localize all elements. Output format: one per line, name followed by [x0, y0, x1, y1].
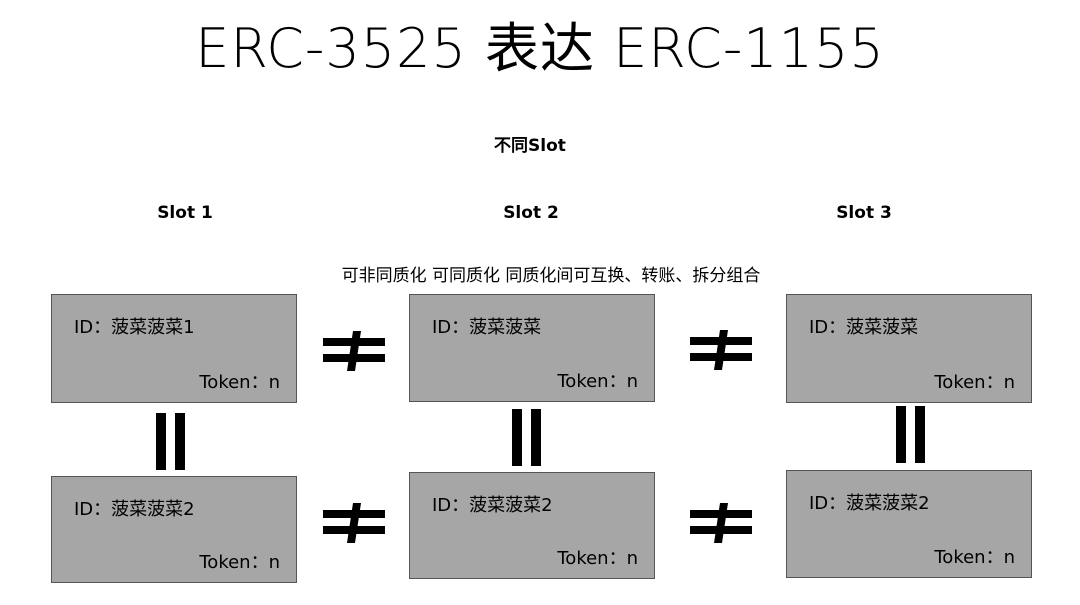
token-id-label: ID：菠菜菠菜: [432, 317, 542, 338]
token-card-slot1-bottom: ID：菠菜菠菜2 Token：n: [51, 476, 297, 583]
not-equal-icon: [690, 503, 752, 543]
token-card-slot2-top: ID：菠菜菠菜 Token：n: [409, 294, 655, 402]
equal-icon: [512, 409, 541, 466]
slot-label-3: Slot 3: [836, 203, 892, 223]
not-equal-icon: [323, 331, 385, 371]
token-id-label: ID：菠菜菠菜2: [432, 495, 553, 516]
token-value-label: Token：n: [557, 548, 638, 569]
token-id-label: ID：菠菜菠菜2: [74, 499, 195, 520]
equal-icon: [156, 413, 185, 470]
token-value-label: Token：n: [934, 547, 1015, 568]
token-card-slot2-bottom: ID：菠菜菠菜2 Token：n: [409, 472, 655, 579]
diagram-title: ERC-3525 表达 ERC-1155: [195, 17, 885, 80]
slot-label-1: Slot 1: [157, 203, 213, 223]
token-value-label: Token：n: [199, 372, 280, 393]
slot-label-2: Slot 2: [503, 203, 559, 223]
not-equal-icon: [323, 503, 385, 543]
token-id-label: ID：菠菜菠菜: [809, 317, 919, 338]
token-value-label: Token：n: [557, 371, 638, 392]
token-value-label: Token：n: [934, 372, 1015, 393]
slot-description: 可非同质化 可同质化 同质化间可互换、转账、拆分组合: [341, 266, 761, 286]
token-value-label: Token：n: [199, 552, 280, 573]
token-id-label: ID：菠菜菠菜1: [74, 317, 195, 338]
token-id-label: ID：菠菜菠菜2: [809, 493, 930, 514]
token-card-slot3-bottom: ID：菠菜菠菜2 Token：n: [786, 470, 1032, 578]
equal-icon: [896, 406, 925, 463]
token-card-slot3-top: ID：菠菜菠菜 Token：n: [786, 294, 1032, 403]
diagram-subtitle: 不同Slot: [494, 136, 566, 156]
not-equal-icon: [690, 330, 752, 370]
token-card-slot1-top: ID：菠菜菠菜1 Token：n: [51, 294, 297, 403]
